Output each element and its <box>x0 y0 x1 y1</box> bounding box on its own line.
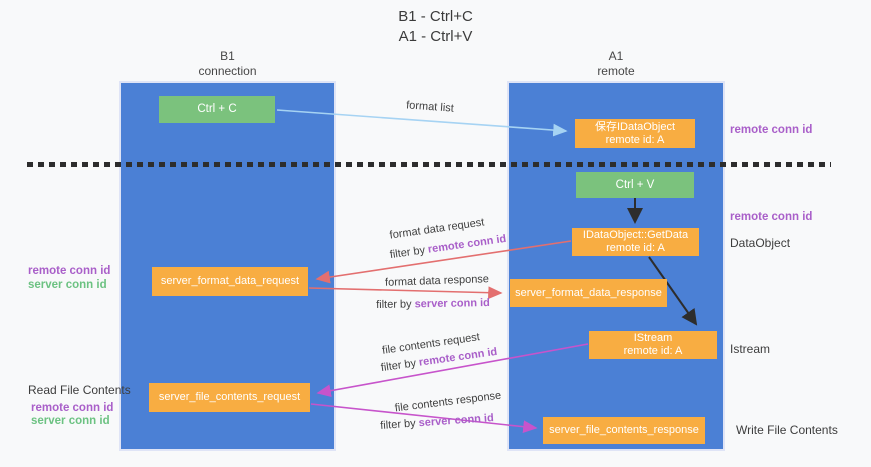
title-line-2: A1 - Ctrl+V <box>398 28 473 45</box>
node-idataobject-getdata: IDataObject::GetData remote id: A <box>572 228 699 256</box>
server-format-data-response-label: server_format_data_response <box>515 286 662 299</box>
lane-b1-role: connection <box>198 64 257 78</box>
istream-line1: IStream <box>633 332 673 344</box>
istream-line2: remote id: A <box>623 345 683 357</box>
filter-key-server-conn-id: server conn id <box>414 297 490 311</box>
ctrl-v-label: Ctrl + V <box>615 178 655 191</box>
istream-annotation: Istream <box>730 342 771 356</box>
filter-key-remote-conn-id: remote conn id <box>427 232 507 256</box>
right-remote-conn-id-top: remote conn id <box>730 124 813 136</box>
node-server-format-data-response: server_format_data_response <box>510 279 667 307</box>
format-data-response-arrow <box>308 286 503 300</box>
filter-key-server-conn-id: server conn id <box>418 412 495 430</box>
save-idataobject-line1: 保存IDataObject <box>594 120 676 133</box>
format-list-label: format list <box>405 99 455 115</box>
node-ctrl-v: Ctrl + V <box>576 172 694 198</box>
diagram-title: B1 - Ctrl+C A1 - Ctrl+V <box>0 7 871 47</box>
getdata-line2: remote id: A <box>606 242 665 254</box>
read-file-contents-annotation: Read File Contents <box>28 383 131 397</box>
node-server-file-contents-request: server_file_contents_request <box>149 383 310 412</box>
node-save-idataobject: 保存IDataObject remote id: A <box>575 119 695 148</box>
save-idataobject-line2: remote id: A <box>605 133 665 146</box>
server-file-contents-request-label: server_file_contents_request <box>158 391 301 403</box>
lane-a1-role: remote <box>597 64 635 78</box>
filter-prefix: filter by <box>376 298 412 311</box>
filter-prefix: filter by <box>380 357 417 375</box>
getdata-line1: IDataObject::GetData <box>582 229 689 241</box>
left-remote-conn-id-bottom: remote conn id <box>31 402 114 414</box>
left-server-conn-id-top: server conn id <box>28 279 107 291</box>
node-istream: IStream remote id: A <box>589 331 717 359</box>
node-server-file-contents-response: server_file_contents_response <box>543 417 705 444</box>
left-remote-conn-id-top: remote conn id <box>28 265 111 277</box>
server-file-contents-response-label: server_file_contents_response <box>549 424 699 436</box>
filter-prefix: filter by <box>389 244 426 262</box>
node-server-format-data-request: server_format_data_request <box>152 267 308 296</box>
filter-prefix: filter by <box>379 417 417 432</box>
node-ctrl-c: Ctrl + C <box>159 96 275 123</box>
server-format-data-request-label: server_format_data_request <box>160 275 300 287</box>
right-remote-conn-id-mid: remote conn id <box>730 211 813 223</box>
lane-a1-name: A1 <box>608 49 624 63</box>
dataobject-annotation: DataObject <box>730 236 791 250</box>
title-line-1: B1 - Ctrl+C <box>398 8 473 25</box>
left-server-conn-id-bottom: server conn id <box>31 415 110 427</box>
lane-header-b1: B1 connection <box>119 49 336 79</box>
write-file-contents-annotation: Write File Contents <box>736 423 838 437</box>
copy-paste-divider-dashed-line <box>27 162 831 167</box>
lane-b1-name: B1 <box>220 49 235 63</box>
format-data-response-label: format data response <box>384 273 490 289</box>
ctrl-c-label: Ctrl + C <box>197 103 237 115</box>
lane-header-a1: A1 remote <box>507 49 725 79</box>
file-contents-response-label: file contents response <box>394 389 502 415</box>
